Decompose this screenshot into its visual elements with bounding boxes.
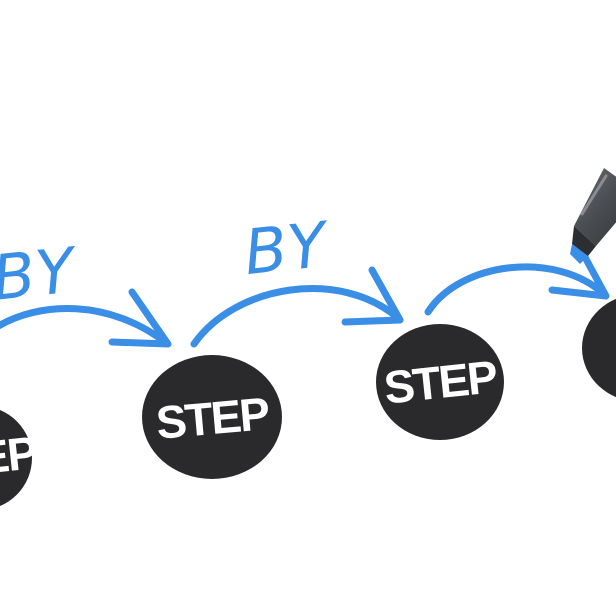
arrow-3	[424, 244, 610, 316]
step-circle-2: STEP	[142, 355, 282, 479]
arrow-2	[190, 266, 404, 348]
step-label-3: STEP	[382, 350, 500, 414]
arrow-1	[0, 288, 172, 348]
by-label-2: BY	[241, 208, 334, 290]
step-circle-4: STEP	[582, 298, 616, 398]
step-circle-3: STEP	[376, 324, 504, 440]
marker-pen	[570, 168, 616, 264]
step-label-2: STEP	[154, 387, 272, 449]
step-circle-1: STEP	[0, 410, 40, 506]
by-label-1: BY	[0, 233, 81, 315]
